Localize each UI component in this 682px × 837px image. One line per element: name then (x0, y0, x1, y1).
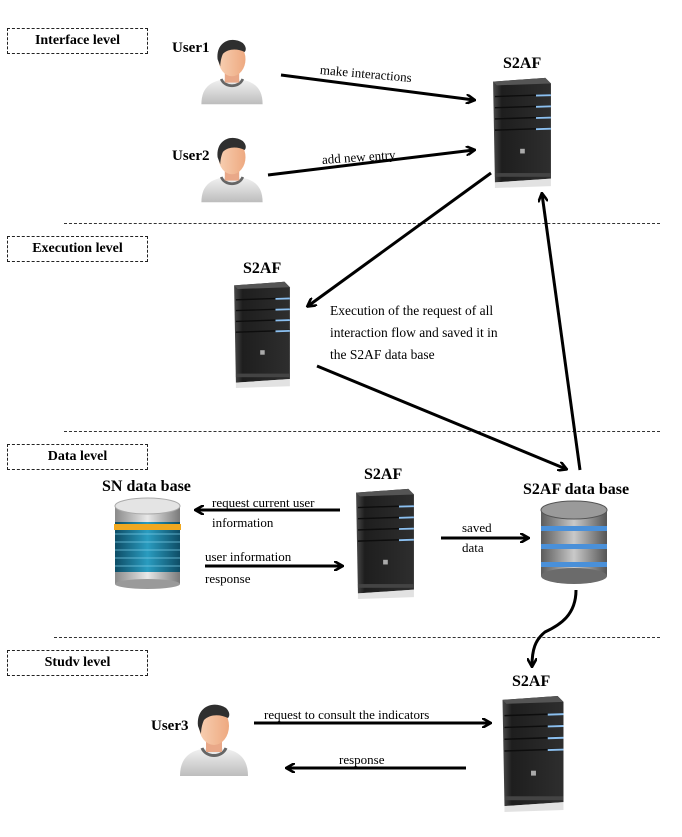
level-separator (64, 431, 660, 432)
level-separator (64, 223, 660, 224)
server-study-label: S2AF (512, 673, 551, 690)
user1-icon (199, 38, 265, 106)
user1-label: User1 (172, 40, 210, 56)
execution-description-line: Execution of the request of all (330, 303, 494, 318)
level-separator (54, 637, 660, 638)
saved-data-line: saved (462, 520, 492, 535)
execution-description-line: the S2AF data base (330, 347, 435, 362)
user-info-response-line: response (205, 571, 251, 586)
server-study-icon (501, 694, 565, 812)
server-execution-icon (233, 280, 291, 388)
server-execution-label: S2AF (243, 260, 282, 277)
sn-database-icon (114, 497, 181, 589)
user3-label: User3 (151, 718, 189, 734)
server-top-label: S2AF (503, 55, 542, 72)
user-info-response-label: user information response (205, 546, 291, 590)
execution-description-line: interaction flow and saved it in (330, 325, 498, 340)
user2-icon (199, 136, 265, 204)
saved-data-line: data (462, 540, 484, 555)
user2-label: User2 (172, 148, 210, 164)
make-interactions-label: make interactions (319, 62, 413, 85)
server-data-icon (355, 487, 415, 599)
user3-icon (178, 702, 250, 778)
server-top-icon (492, 76, 552, 188)
data-level-label: Data level (7, 444, 148, 470)
arrow-server-to-execution (308, 171, 492, 306)
study-level-label: Studv level (7, 650, 148, 676)
saved-data-label: saved data (462, 518, 492, 558)
s2af-database-label: S2AF data base (523, 481, 630, 498)
user-info-response-line: user information (205, 549, 292, 564)
execution-description: Execution of the request of all interact… (330, 300, 560, 366)
server-data-label: S2AF (364, 466, 403, 483)
add-new-entry-label: add new entry (321, 146, 396, 167)
request-user-info-line: information (212, 515, 274, 530)
request-indicators-label: request to consult the indicators (264, 707, 430, 722)
s2af-database-icon (540, 500, 608, 584)
arrow-execution-to-db (316, 364, 566, 469)
response-label: response (339, 752, 385, 767)
request-user-info-label: request current user information (212, 493, 315, 533)
execution-level-label: Execution level (7, 236, 148, 262)
arrow-db-to-study-server (532, 589, 578, 666)
request-user-info-line: request current user (212, 495, 315, 510)
interface-level-label: Interface level (7, 28, 148, 54)
sn-database-label: SN data base (102, 478, 191, 495)
